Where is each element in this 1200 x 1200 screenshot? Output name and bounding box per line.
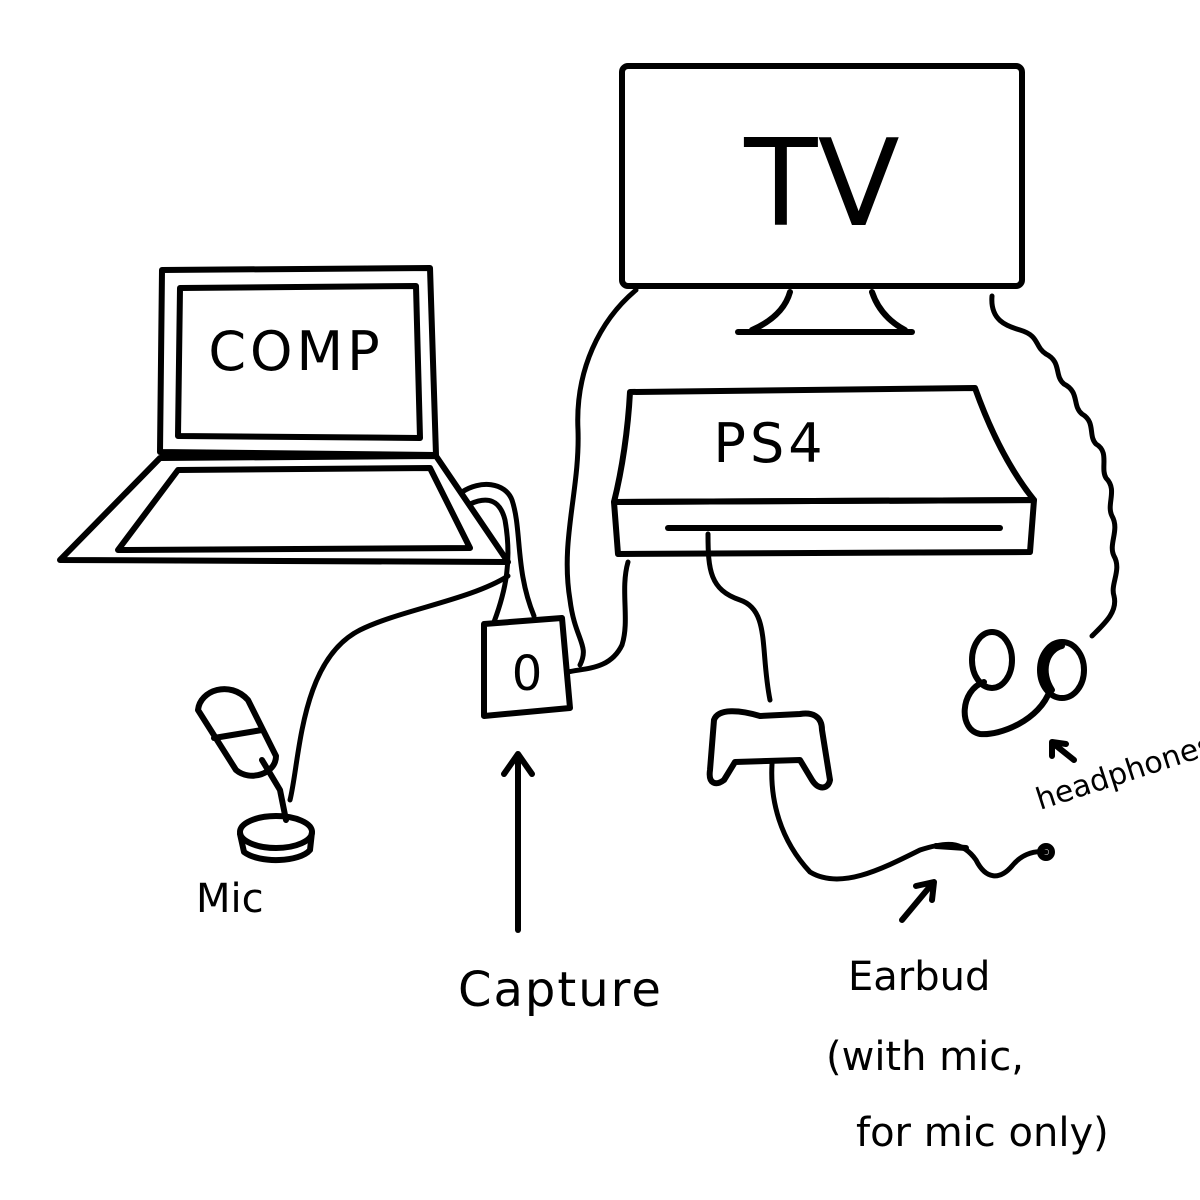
capture-box [481, 615, 573, 719]
microphone [195, 686, 315, 864]
tv-screen [619, 63, 1025, 289]
headphones-arrow-head [1049, 739, 1069, 759]
headphones-icon [961, 629, 1087, 738]
laptop-cable-a [459, 481, 537, 619]
earbud-inline-mic [933, 843, 969, 851]
capture-card: 0 [481, 615, 573, 719]
ps4: PS4 [611, 385, 1037, 557]
mic-label: Mic [196, 876, 264, 922]
mic-base-side [237, 829, 315, 864]
gamepad-icon [706, 708, 833, 791]
headphones-arrow-shaft [1051, 741, 1077, 763]
earbud-label-line3: for mic only) [856, 1110, 1109, 1156]
earbud-label-line2: (with mic, [826, 1034, 1024, 1080]
tv-stand-legs [749, 289, 908, 333]
earbud-arrow-shaft [899, 881, 935, 923]
right-earcup [1037, 639, 1087, 701]
capture-arrow-icon [501, 751, 535, 933]
tv-label: TV [743, 115, 899, 254]
ps4-label: PS4 [713, 412, 826, 475]
comp-label: COMP [208, 320, 383, 383]
left-earcup [969, 629, 1015, 691]
headband [961, 679, 1053, 738]
earbud-tip [1037, 843, 1055, 861]
earbud-arrow-icon [899, 879, 937, 923]
earbud-cable [769, 761, 1049, 882]
controller-cable-top [705, 531, 773, 703]
laptop-keyboard [115, 465, 473, 553]
ps4-capture-cable [565, 559, 631, 675]
mic-cable [287, 573, 511, 803]
ps4-body [611, 497, 1037, 557]
mic-band [211, 727, 265, 741]
capture-label: Capture [458, 962, 663, 1018]
tv: TV [619, 63, 1025, 335]
capture-arrow-head [501, 751, 535, 777]
capture-mark: 0 [512, 646, 545, 702]
headphones-arrow-icon [1049, 739, 1077, 763]
right-earcup-inner [1042, 643, 1065, 693]
laptop: COMP [57, 265, 511, 565]
mic-arm [259, 757, 289, 823]
mic-base-top [237, 813, 315, 851]
headphone-coil-cable [989, 293, 1120, 639]
earbud-label-line1: Earbud [848, 954, 990, 1000]
tv-cable [564, 287, 639, 668]
laptop-screen [175, 283, 423, 441]
laptop-cable-b [467, 497, 511, 625]
earbud-arrow-head [913, 879, 937, 903]
